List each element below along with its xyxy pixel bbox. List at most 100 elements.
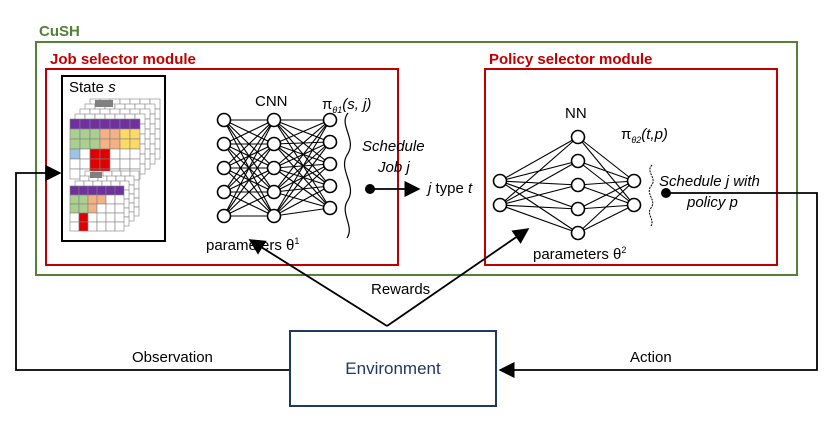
nn-node — [626, 173, 642, 189]
state-grid-top-cell — [89, 118, 101, 130]
policy-curve-2 — [648, 164, 654, 227]
state-grid-top-cell — [69, 138, 81, 150]
state-grid-bottom-cell — [78, 221, 89, 232]
cnn-edge — [273, 143, 331, 187]
policy-module-title: Policy selector module — [489, 51, 653, 68]
state-grid-top-cell — [129, 148, 141, 160]
state-grids — [69, 98, 161, 232]
cnn-edge — [223, 119, 275, 217]
nn-edge — [499, 204, 579, 210]
state-grid-top-cell — [99, 138, 111, 150]
cnn-edge — [223, 167, 275, 217]
rewards-arrow-2 — [386, 228, 530, 327]
state-grid-bottom-cell — [114, 212, 125, 223]
state-grid-bottom-cell — [114, 194, 125, 205]
state-label: State s — [69, 79, 116, 96]
state-grid-bottom-cell — [114, 203, 125, 214]
state-grid-top-cell — [69, 118, 81, 130]
cnn-edge — [273, 141, 331, 145]
cnn-edge — [223, 191, 275, 217]
state-grid-cap — [95, 100, 113, 107]
rewards-label: Rewards — [371, 281, 431, 298]
cnn-node — [322, 178, 338, 194]
cnn-edge — [273, 163, 331, 193]
cnn-edge — [273, 143, 331, 165]
cnn-edge — [273, 119, 331, 143]
state-grid-top-cell — [109, 118, 121, 130]
state-grid-top-cell — [69, 128, 81, 140]
state-grid-bottom-cell — [105, 221, 116, 232]
cnn-edge — [223, 143, 275, 217]
state-grid-bottom-cell — [69, 221, 80, 232]
state-grid-bottom-cell — [78, 194, 89, 205]
state-grid-bottom-cell — [105, 185, 116, 196]
nn-edge — [577, 160, 635, 182]
nn-edge — [499, 160, 579, 206]
nn-edge — [499, 136, 579, 206]
cnn-edge — [273, 143, 331, 209]
cnn-edge — [273, 119, 331, 145]
state-grid-top-cell — [119, 128, 131, 140]
cnn-network — [216, 112, 338, 224]
nn-edge — [577, 136, 635, 182]
state-grid-bottom-cell — [87, 185, 98, 196]
cnn-edge — [273, 119, 331, 209]
cnn-edge — [273, 185, 331, 193]
nn-edge — [499, 204, 579, 234]
cnn-node — [322, 112, 338, 128]
state-grid-bottom-cell — [105, 194, 116, 205]
cnn-edge — [273, 141, 331, 169]
state-grid-top-cell — [89, 148, 101, 160]
state-grid-bottom-cell — [87, 212, 98, 223]
state-grid-top-cell — [119, 158, 131, 170]
state-grid-bottom-cell — [87, 221, 98, 232]
cnn-edge — [273, 141, 331, 217]
nn-node — [570, 177, 586, 193]
nn-label: NN — [565, 105, 587, 122]
state-grid-bottom-cell — [78, 212, 89, 223]
state-grid-top-cell — [89, 138, 101, 150]
cnn-node — [322, 134, 338, 150]
cnn-edge — [273, 185, 331, 217]
observation-label: Observation — [132, 349, 213, 366]
cnn-edge — [273, 119, 331, 187]
state-grid-top-cell — [89, 128, 101, 140]
pi-theta1-label: πθ1(s, j) — [322, 96, 372, 115]
nn-node — [492, 197, 508, 213]
nn-node — [570, 201, 586, 217]
state-grid-top-cell — [109, 158, 121, 170]
state-grid-bottom-cell — [69, 203, 80, 214]
policy-curve-1 — [344, 112, 351, 239]
cnn-node — [216, 208, 232, 224]
action-label: Action — [630, 349, 672, 366]
state-grid-bottom-cell — [96, 203, 107, 214]
cnn-edge — [273, 191, 331, 209]
state-grid-top-cell — [129, 138, 141, 150]
state-grid-top-cell — [99, 118, 111, 130]
state-grid-top-cell — [109, 148, 121, 160]
schedule-label-2: Job j — [378, 159, 410, 176]
cnn-edge — [273, 119, 331, 193]
cnn-node — [216, 184, 232, 200]
cnn-edge — [273, 163, 331, 217]
observation-arrow — [15, 164, 289, 371]
cnn-edge — [223, 119, 275, 193]
cnn-edge — [273, 119, 331, 217]
state-grid-top-cell — [109, 128, 121, 140]
cnn-node — [266, 136, 282, 152]
state-grid-bottom-cell — [114, 185, 125, 196]
nn-node — [570, 225, 586, 241]
cnn-node — [216, 160, 232, 176]
state-grid-bottom-cell — [78, 203, 89, 214]
rewards-arrow-1 — [248, 239, 388, 327]
cnn-node — [266, 208, 282, 224]
cnn-edge — [273, 167, 331, 187]
state-grid-top-cell — [129, 118, 141, 130]
nn-edge — [577, 204, 635, 234]
cnn-node — [266, 112, 282, 128]
cnn-edge — [273, 207, 331, 217]
state-grid-top-cell — [99, 148, 111, 160]
state-grid-bottom-cell — [96, 194, 107, 205]
nn-edge — [577, 180, 635, 186]
